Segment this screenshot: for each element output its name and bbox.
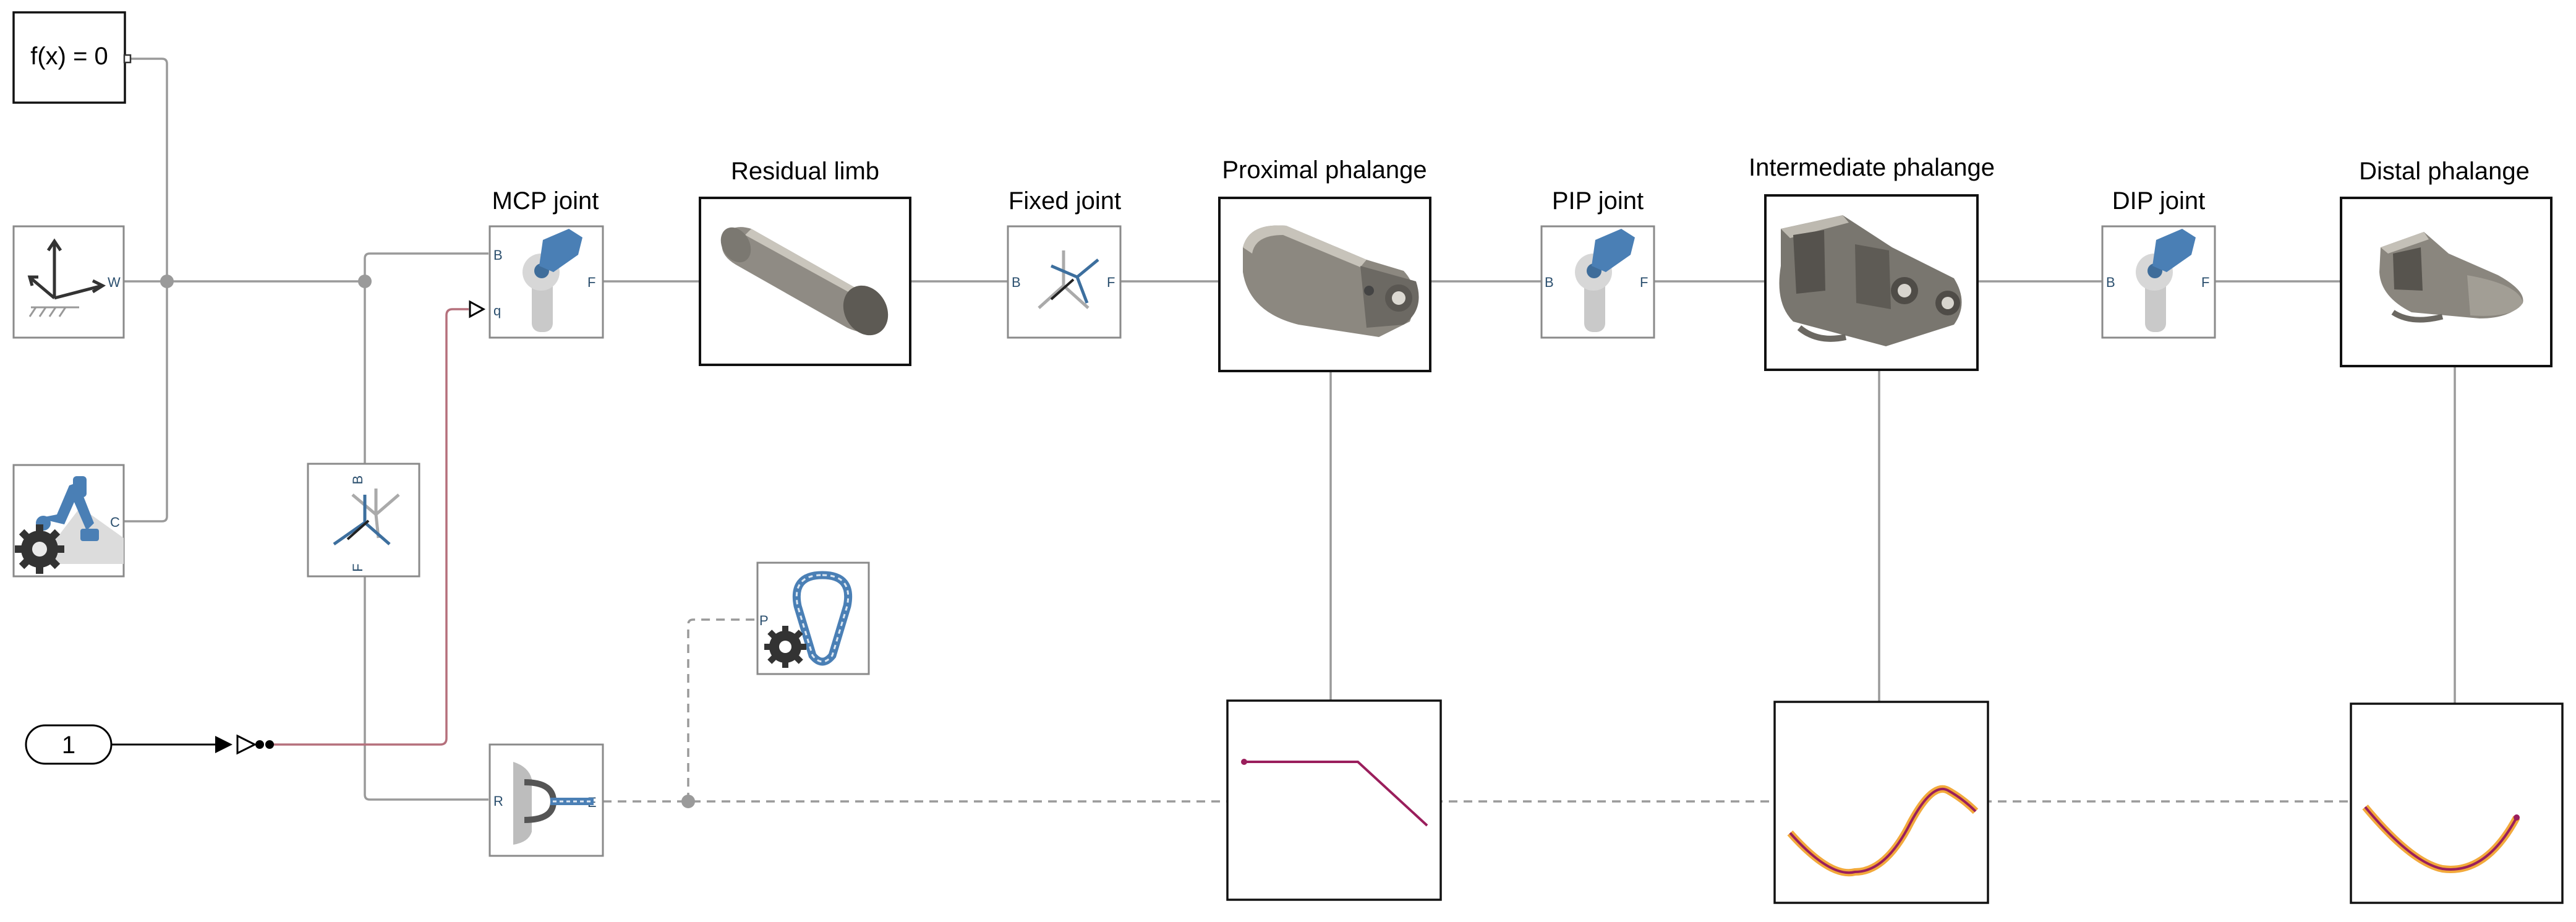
world-frame-icon xyxy=(27,238,106,317)
mechanism-configuration-block[interactable]: C xyxy=(12,464,125,578)
intermediate-phalange-title: Intermediate phalange xyxy=(1749,154,1995,181)
distal-phalange-block[interactable]: Distal phalange xyxy=(2340,158,2553,367)
signal-converter[interactable] xyxy=(215,734,274,755)
revolute-joint-icon xyxy=(522,229,582,332)
rigid-transform-block[interactable]: B F xyxy=(307,463,420,578)
solver-configuration-block[interactable]: f(x) = 0 xyxy=(12,11,132,104)
port-c: C xyxy=(110,514,120,530)
revolute-joint-icon xyxy=(2136,229,2196,332)
intermediate-phalange-shape xyxy=(1779,215,1962,346)
connection-lines xyxy=(111,58,2456,803)
cable-path-block-proximal[interactable] xyxy=(1226,699,1442,901)
gear-icon xyxy=(764,626,806,668)
cable-path-block-distal[interactable] xyxy=(2350,702,2564,904)
intermediate-phalange-block[interactable]: Intermediate phalange xyxy=(1749,154,1995,371)
solver-label: f(x) = 0 xyxy=(30,43,108,70)
world-frame-block[interactable]: W xyxy=(12,225,125,339)
port-r: R xyxy=(493,793,503,809)
port-f: F xyxy=(350,563,365,571)
port-w: W xyxy=(108,275,121,290)
port-p: P xyxy=(759,613,769,628)
cable-path-plot xyxy=(1787,785,1979,877)
weld-frame-icon xyxy=(1038,250,1099,309)
cable-loop-icon xyxy=(792,571,853,666)
proximal-phalange-shape xyxy=(1243,225,1419,337)
wire-solver[interactable] xyxy=(128,58,168,281)
spool-icon xyxy=(513,762,594,845)
residual-limb-block[interactable]: Residual limb xyxy=(699,158,911,366)
port-f: F xyxy=(2201,275,2209,290)
cable-path-block-intermediate[interactable] xyxy=(1773,701,1989,904)
pip-joint-block[interactable]: PIP joint B F xyxy=(1540,187,1655,339)
wire-cable-props[interactable] xyxy=(687,618,757,801)
port-f: F xyxy=(1107,275,1115,290)
residual-limb-title: Residual limb xyxy=(731,158,879,185)
inport-block[interactable]: 1 xyxy=(25,724,113,765)
port-b: B xyxy=(1012,275,1021,290)
distal-phalange-shape xyxy=(2379,232,2523,323)
port-b: B xyxy=(493,247,503,263)
junctions xyxy=(160,275,695,808)
mcp-joint-block[interactable]: MCP joint B F q xyxy=(469,187,604,339)
proximal-phalange-block[interactable]: Proximal phalange xyxy=(1218,156,1431,372)
port-f: F xyxy=(587,275,595,290)
wire-mcp-b[interactable] xyxy=(364,252,488,281)
cable-properties-block[interactable]: P xyxy=(756,561,870,675)
port-b: B xyxy=(1545,275,1554,290)
frame-transform-icon xyxy=(333,489,400,546)
wire-spool-r[interactable] xyxy=(364,576,488,801)
revolute-joint-icon xyxy=(1575,229,1635,332)
cylinder-solid-icon xyxy=(720,227,889,336)
inport-label: 1 xyxy=(62,732,75,759)
distal-phalange-title: Distal phalange xyxy=(2359,158,2530,185)
mcp-joint-title: MCP joint xyxy=(492,187,599,215)
pip-joint-title: PIP joint xyxy=(1552,187,1644,215)
junction-dot xyxy=(358,275,372,288)
port-q: q xyxy=(493,303,501,318)
port-q-arrow xyxy=(469,300,486,318)
dip-joint-block[interactable]: DIP joint B F xyxy=(2101,187,2216,339)
wire-config[interactable] xyxy=(124,281,168,523)
cable-path-plot xyxy=(2362,805,2520,873)
gear-icon xyxy=(15,524,64,574)
junction-dot xyxy=(681,795,695,808)
fixed-joint-title: Fixed joint xyxy=(1009,187,1121,215)
junction-dot xyxy=(160,275,174,288)
cable-path-plot xyxy=(1241,759,1428,827)
wire-signal-q[interactable] xyxy=(272,308,469,746)
fixed-joint-block[interactable]: Fixed joint B F xyxy=(1007,187,1122,339)
port-f: F xyxy=(1640,275,1648,290)
solver-port[interactable] xyxy=(123,54,132,64)
port-b: B xyxy=(350,476,365,485)
dip-joint-title: DIP joint xyxy=(2112,187,2205,215)
port-b: B xyxy=(2106,275,2115,290)
cable-spool-block[interactable]: R E xyxy=(488,743,604,857)
proximal-phalange-title: Proximal phalange xyxy=(1222,156,1427,184)
